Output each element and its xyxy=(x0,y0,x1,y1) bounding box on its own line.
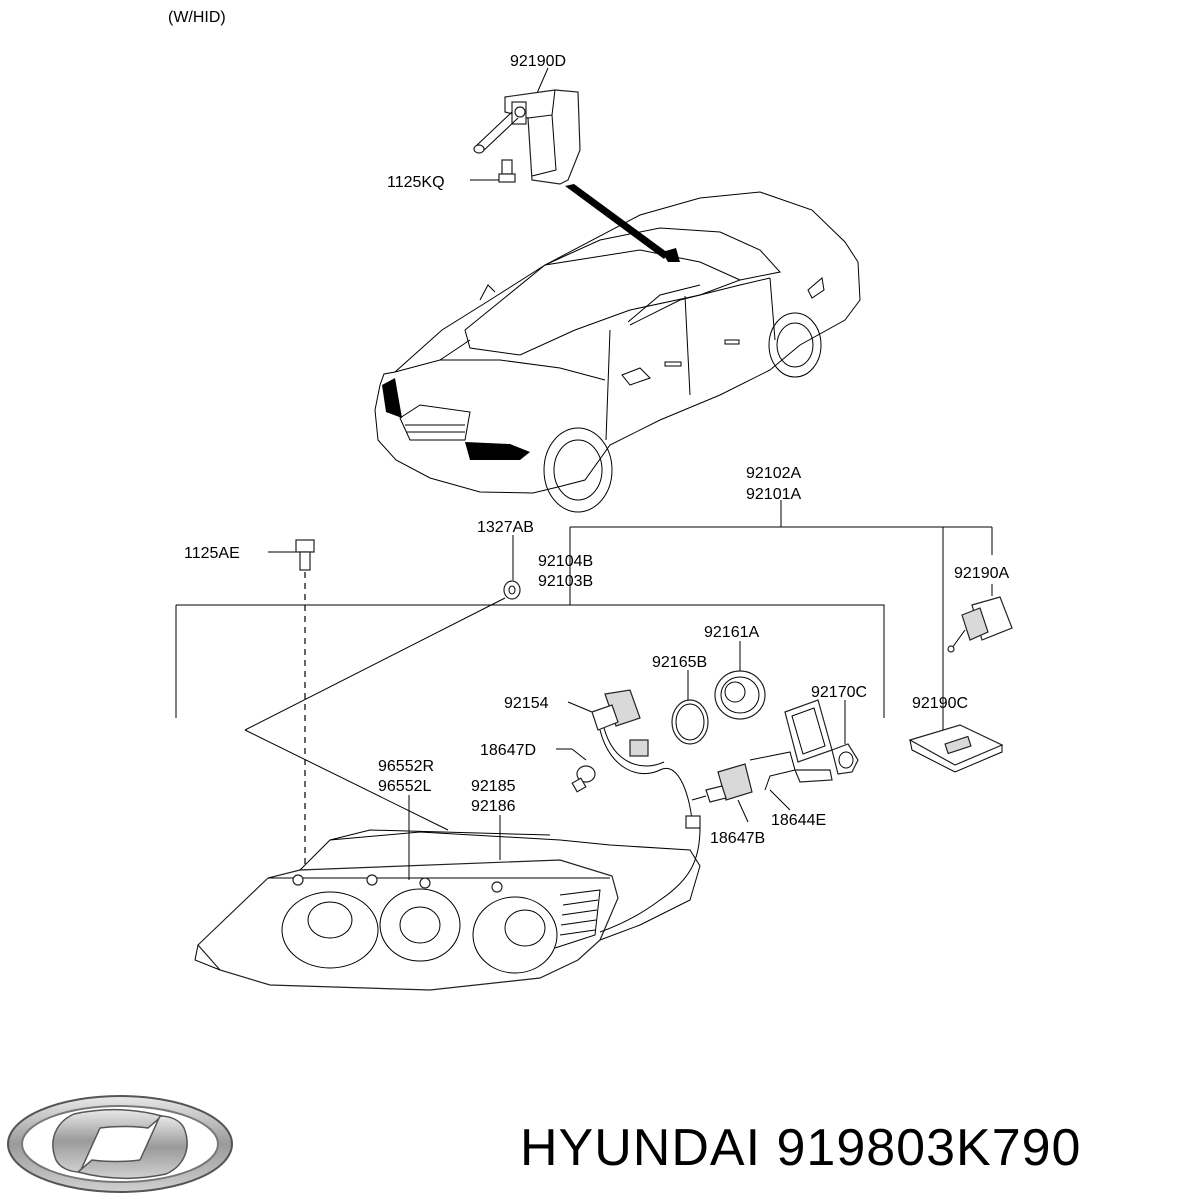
bulb-18647D xyxy=(556,748,596,793)
leveling-actuator-92190A xyxy=(947,596,1013,653)
label-92190A: 92190A xyxy=(954,565,1009,582)
label-92161A: 92161A xyxy=(704,624,759,641)
hid-bulb-18647B xyxy=(691,763,753,823)
seal-ring-92165B xyxy=(671,670,709,745)
label-92165B: 92165B xyxy=(652,654,707,671)
label-18644E: 18644E xyxy=(771,812,826,829)
label-92190C: 92190C xyxy=(912,695,968,712)
label-92186: 92186 xyxy=(471,798,516,815)
label-92102A: 92102A xyxy=(746,465,801,482)
hyundai-logo-icon xyxy=(7,1095,233,1193)
part-number: 919803K790 xyxy=(776,1119,1082,1177)
label-96552R: 96552R xyxy=(378,758,434,775)
ballast-92190C xyxy=(908,710,1004,773)
headlamp-housing-92101A xyxy=(194,829,701,991)
label-92103B: 92103B xyxy=(538,573,593,590)
cap-92161A xyxy=(714,641,766,720)
label-92170C: 92170C xyxy=(811,684,867,701)
part-reference: HYUNDAI 919803K790 xyxy=(520,1108,1190,1188)
bracket-18644E xyxy=(749,751,833,811)
label-92154: 92154 xyxy=(504,695,549,712)
label-92104B: 92104B xyxy=(538,553,593,570)
label-96552L: 96552L xyxy=(378,778,431,795)
label-92190D: 92190D xyxy=(510,53,566,70)
igniter-92170C xyxy=(784,699,859,775)
bolt-1125KQ xyxy=(470,159,516,183)
label-92101A: 92101A xyxy=(746,486,801,503)
car-illustration xyxy=(374,191,861,513)
label-92185: 92185 xyxy=(471,778,516,795)
bolt-1125AE xyxy=(268,539,315,870)
label-1125AE: 1125AE xyxy=(184,545,240,562)
label-18647D: 18647D xyxy=(480,742,536,759)
nut-1327AB xyxy=(244,580,521,831)
assembly-frame xyxy=(176,604,885,718)
label-18647B: 18647B xyxy=(710,830,765,847)
variant-note: (W/HID) xyxy=(168,9,226,26)
label-1125KQ: 1125KQ xyxy=(387,174,445,191)
bracket-92190D xyxy=(473,67,581,185)
connector-92154 xyxy=(567,689,701,933)
brand-name: HYUNDAI xyxy=(520,1119,762,1177)
pointer-arrow xyxy=(565,184,668,259)
label-1327AB: 1327AB xyxy=(477,519,534,536)
leader-lines xyxy=(512,500,993,725)
